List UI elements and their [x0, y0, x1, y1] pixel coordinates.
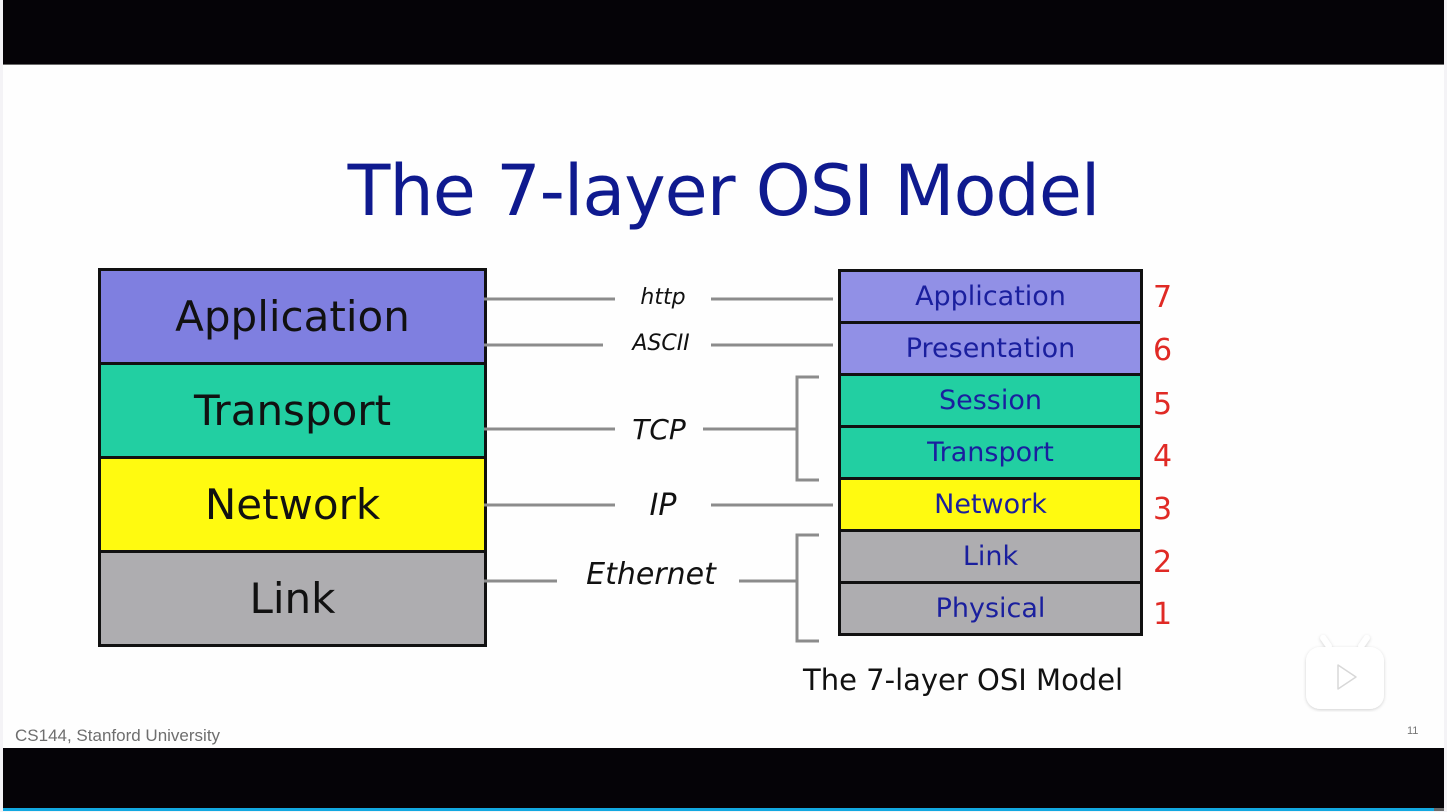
protocol-http: http [640, 285, 686, 310]
layer-number-4: 4 [1153, 439, 1173, 474]
protocol-ip: IP [649, 488, 677, 523]
layer-label: Physical [935, 593, 1046, 624]
progress-bar[interactable] [3, 808, 1444, 811]
internet-layer-transport: Transport [101, 365, 484, 459]
layer-number-6: 6 [1153, 333, 1173, 368]
osi-layer-network: Network [841, 480, 1140, 532]
layer-label: Presentation [905, 333, 1076, 364]
progress-fill [3, 808, 1434, 811]
layer-number-5: 5 [1153, 387, 1173, 422]
osi-layer-physical: Physical [841, 584, 1140, 633]
internet-layer-application: Application [101, 271, 484, 365]
layer-label: Application [915, 281, 1066, 312]
letterbox-bottom [3, 748, 1444, 811]
slide-number: 11 [1407, 725, 1419, 737]
osi-layer-link: Link [841, 532, 1140, 584]
layer-number-7: 7 [1153, 280, 1173, 315]
osi-layer-presentation: Presentation [841, 324, 1140, 376]
protocol-tcp: TCP [632, 413, 686, 446]
figure-caption: The 7-layer OSI Model [803, 663, 1124, 697]
layer-label: Network [204, 480, 381, 529]
osi-model-stack: Application Presentation Session Transpo… [838, 269, 1143, 636]
layer-label: Session [938, 385, 1043, 416]
letterbox-top [3, 0, 1444, 64]
osi-layer-session: Session [841, 376, 1140, 428]
layer-label: Link [249, 574, 336, 623]
osi-layer-transport: Transport [841, 428, 1140, 480]
slide-footer: CS144, Stanford University [15, 726, 221, 745]
layer-label: Transport [927, 437, 1054, 468]
protocol-ascii: ASCII [632, 331, 690, 356]
bracket-tcp [795, 375, 819, 482]
layer-number-2: 2 [1153, 545, 1173, 580]
internet-layer-link: Link [101, 553, 484, 644]
video-player[interactable]: The 7-layer OSI Model Application Transp… [3, 0, 1444, 811]
slide: The 7-layer OSI Model Application Transp… [3, 64, 1444, 749]
layer-label: Network [934, 489, 1047, 520]
osi-layer-application: Application [841, 272, 1140, 324]
internet-layer-network: Network [101, 459, 484, 553]
bilibili-tv-play-icon [1306, 634, 1384, 709]
protocol-ethernet: Ethernet [586, 557, 716, 592]
slide-title: The 7-layer OSI Model [347, 150, 1101, 232]
layer-number-3: 3 [1153, 492, 1173, 527]
layer-label: Transport [193, 386, 392, 435]
bracket-ethernet [795, 533, 819, 643]
layer-label: Link [962, 541, 1019, 572]
internet-model-stack: Application Transport Network Link [98, 268, 487, 647]
layer-label: Application [175, 292, 410, 341]
layer-number-1: 1 [1153, 597, 1173, 632]
